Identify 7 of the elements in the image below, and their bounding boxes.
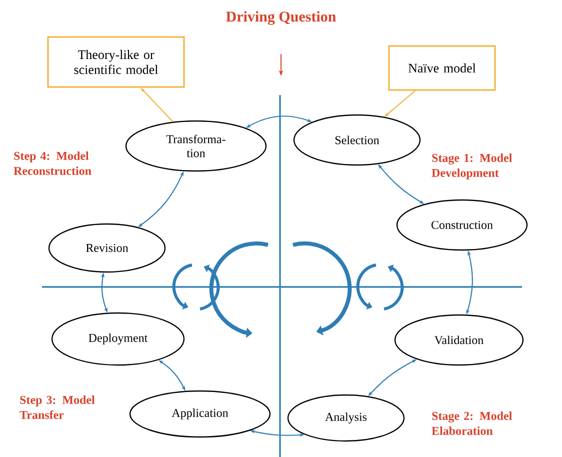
model-box: Theory-like or scientific model [47, 36, 185, 88]
title: Driving Question [226, 11, 336, 25]
stage-label: Step 3: Model Transfer [20, 396, 95, 419]
stage-label: Step 4: Model Reconstruction [14, 152, 92, 175]
stage-label: Stage 1: Model Development [432, 154, 512, 180]
stage-label: Stage 2: Model Elaboration [432, 412, 512, 435]
model-box: Naïve model [388, 45, 496, 91]
